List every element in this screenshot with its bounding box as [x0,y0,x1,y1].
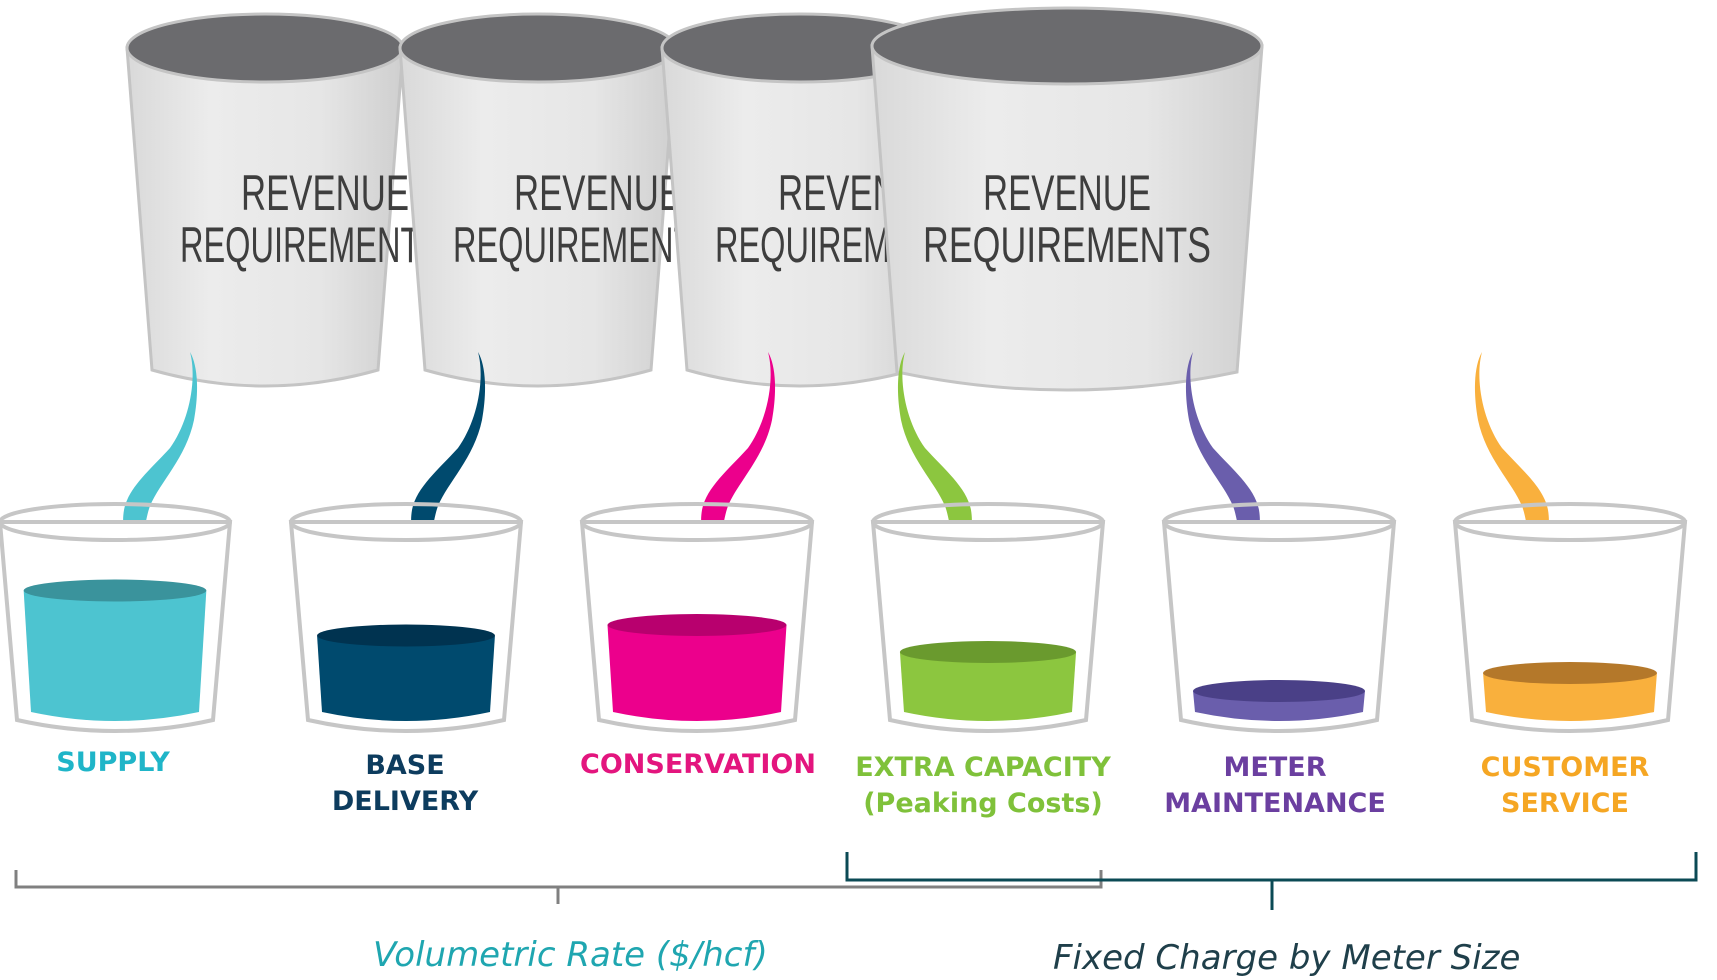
liquid-surface-base-delivery [317,624,495,647]
grouping-brackets [14,852,1698,910]
label-customer-service: CUSTOMER SERVICE [1450,750,1680,822]
glass-supply [0,502,233,733]
stream-meter-maintenance [1185,352,1260,540]
liquid-customer-service [1483,673,1657,721]
glass-base-delivery [288,502,524,733]
volumetric-bracket [14,870,1103,904]
label-supply: SUPPLY [33,745,193,781]
label-meter-maintenance-line2: MAINTENANCE [1164,788,1386,819]
label-meter-maintenance: METER MAINTENANCE [1150,750,1400,822]
revenue-buckets: REVENUE REQUIREMENTS REVENUE REQUIREMENT… [125,6,1264,392]
fixed-charge-label: Fixed Charge by Meter Size [1053,938,1521,978]
glass-meter-maintenance [1161,502,1397,733]
label-extra-capacity-line1: EXTRA CAPACITY [855,752,1111,783]
liquid-surface-meter-maintenance [1193,680,1365,702]
stream-customer-service [1474,352,1549,540]
label-extra-capacity: EXTRA CAPACITY (Peaking Costs) [848,750,1118,822]
glass-customer-service [1452,502,1688,733]
volumetric-rate-label: Volumetric Rate ($/hcf) [373,935,768,975]
label-extra-capacity-line2: (Peaking Costs) [863,788,1103,819]
liquid-surface-supply [23,579,207,602]
pour-streams [123,352,1549,540]
liquid-base-delivery [317,635,495,721]
revenue-bucket-1: REVENUE REQUIREMENTS [125,12,442,388]
label-base-delivery: BASE DELIVERY [310,748,500,820]
bucket-4-line1: REVENUE [983,165,1151,221]
label-conservation: CONSERVATION [567,747,829,783]
glass-extra-capacity [870,502,1106,733]
label-base-delivery-line2: DELIVERY [331,786,479,817]
stream-base-delivery [411,352,486,540]
cost-glasses [0,502,1688,733]
label-customer-service-line2: SERVICE [1501,788,1629,819]
liquid-extra-capacity [899,652,1077,721]
label-customer-service-line1: CUSTOMER [1480,752,1650,783]
bucket-1-line2: REQUIREMENTS [180,217,442,273]
revenue-bucket-4: REVENUE REQUIREMENTS [870,6,1264,392]
liquid-surface-conservation [607,614,787,636]
fixed-charge-bracket [845,852,1698,910]
stream-extra-capacity [897,352,972,540]
bucket-4-line2: REQUIREMENTS [923,217,1211,273]
stream-conservation [701,352,776,540]
label-conservation-line1: CONSERVATION [580,749,816,780]
glass-conservation [579,502,815,733]
bucket-2-line2: REQUIREMENTS [453,217,715,273]
bucket-1-line1: REVENUE [241,165,409,221]
bucket-2-line1: REVENUE [514,165,682,221]
liquid-surface-customer-service [1483,662,1657,684]
label-base-delivery-line1: BASE [365,750,445,781]
stream-supply [123,352,198,540]
liquid-supply [23,590,207,721]
label-meter-maintenance-line1: METER [1223,752,1327,783]
label-supply-line1: SUPPLY [56,747,170,778]
liquid-surface-extra-capacity [899,641,1077,663]
revenue-bucket-2: REVENUE REQUIREMENTS [398,12,715,388]
liquid-conservation [607,625,787,721]
